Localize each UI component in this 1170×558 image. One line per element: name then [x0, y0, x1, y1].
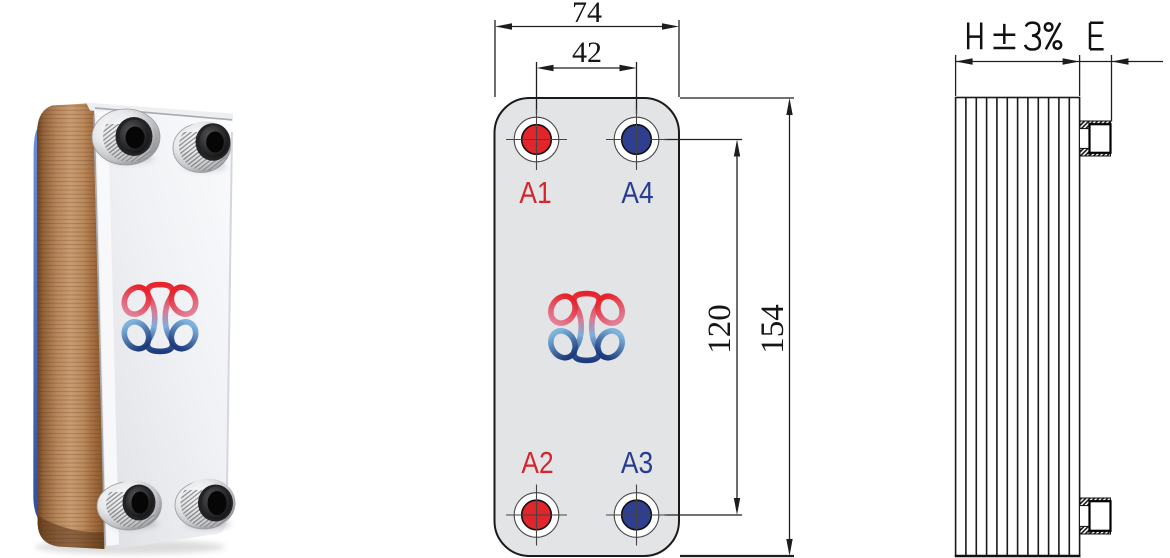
svg-text:74: 74: [572, 0, 602, 29]
svg-text:120: 120: [702, 304, 738, 354]
svg-text:154: 154: [755, 304, 791, 354]
svg-text:A2: A2: [521, 446, 553, 480]
svg-text:A1: A1: [519, 176, 551, 210]
svg-text:A3: A3: [621, 446, 653, 480]
svg-text:42: 42: [572, 36, 602, 69]
svg-text:A4: A4: [621, 176, 653, 210]
